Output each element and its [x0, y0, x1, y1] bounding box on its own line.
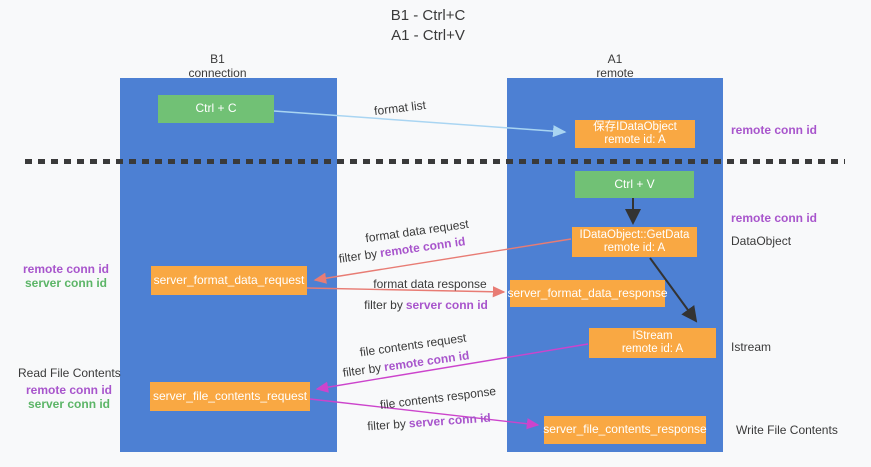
server-format-data-request-label: server_format_data_request [153, 272, 305, 287]
server-file-contents-request-node: server_file_contents_request [150, 382, 310, 411]
read-file-contents-block: Read File Contents remote conn id server… [18, 366, 121, 411]
right-remote-conn-id-mid-label: remote conn id [731, 211, 818, 225]
istream-side-label: Istream [731, 340, 772, 354]
right-column-subtitle: remote [596, 66, 634, 80]
left-column-header: B1 connection [130, 52, 305, 80]
read-file-contents-label: Read File Contents [18, 366, 121, 380]
filter-by-text: filter by [341, 360, 383, 380]
format-data-response-label: format data response [373, 277, 487, 291]
file-contents-response-label: file contents response [379, 383, 497, 413]
diagram-title: B1 - Ctrl+C A1 - Ctrl+V [0, 6, 856, 46]
left-column-subtitle: connection [188, 66, 247, 80]
istream-line2: remote id: A [621, 343, 684, 355]
format-list-label: format list [373, 97, 427, 119]
server-file-contents-response-label: server_file_contents_response [543, 422, 707, 437]
ctrl-c-node: Ctrl + C [158, 95, 274, 123]
left-bottom-server-conn-id-label: server conn id [27, 397, 111, 411]
save-dataobject-node: 保存IDataObject remote id: A [575, 120, 695, 148]
server-conn-id-text: server conn id [408, 410, 492, 431]
right-remote-conn-id-top-label: remote conn id [731, 123, 818, 137]
right-column-header: A1 remote [507, 52, 723, 80]
istream-node: IStream remote id: A [589, 328, 716, 358]
ctrl-v-node: Ctrl + V [575, 171, 694, 198]
filter-by-text: filter by [366, 416, 407, 434]
server-format-data-response-node: server_format_data_response [507, 280, 668, 307]
istream-line1: IStream [632, 329, 673, 342]
filter-by-text: filter by [364, 298, 403, 312]
ctrl-c-label: Ctrl + C [195, 101, 237, 116]
title-line-1: B1 - Ctrl+C [390, 7, 466, 24]
dataobject-label: DataObject [731, 234, 792, 248]
ctrl-v-label: Ctrl + V [614, 176, 655, 191]
server-file-contents-request-label: server_file_contents_request [152, 388, 308, 403]
title-line-2: A1 - Ctrl+V [391, 27, 465, 44]
right-column-name: A1 [607, 52, 623, 66]
getdata-line2: remote id: A [603, 242, 666, 254]
server-format-data-request-node: server_format_data_request [151, 266, 307, 295]
left-server-conn-id-label: server conn id [24, 276, 108, 290]
left-mid-conn-ids: remote conn id server conn id [20, 262, 112, 290]
getdata-node: IDataObject::GetData remote id: A [572, 227, 697, 257]
write-file-contents-label: Write File Contents [736, 423, 838, 437]
left-column-name: B1 [210, 52, 225, 66]
copy-paste-separator-line [25, 159, 845, 164]
left-bottom-remote-conn-id-label: remote conn id [25, 383, 112, 397]
server-format-data-response-label: server_format_data_response [507, 285, 668, 300]
filter-by-text: filter by [337, 246, 379, 266]
save-dataobject-line1: 保存IDataObject [593, 120, 677, 133]
server-conn-id-text: server conn id [405, 298, 488, 312]
left-remote-conn-id-label: remote conn id [22, 262, 109, 276]
server-file-contents-response-node: server_file_contents_response [543, 416, 707, 444]
getdata-line1: IDataObject::GetData [579, 228, 690, 241]
save-dataobject-line2: remote id: A [604, 134, 666, 146]
